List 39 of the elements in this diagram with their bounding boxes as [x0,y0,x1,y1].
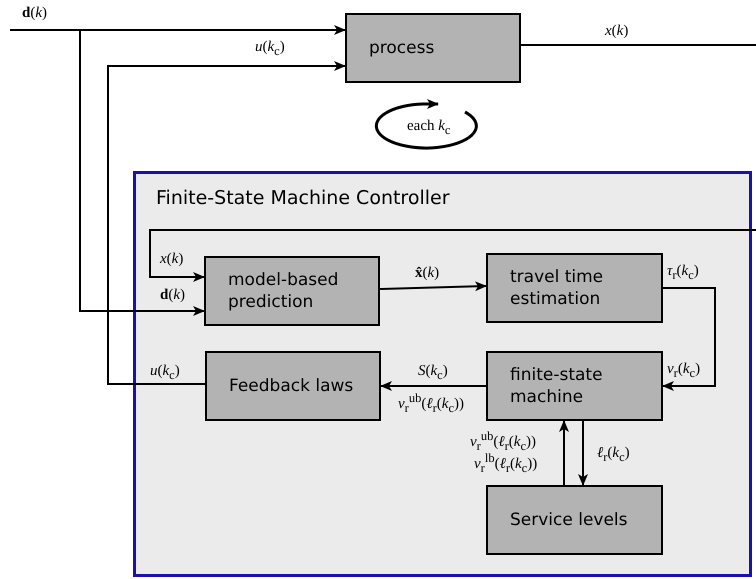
edge-label: x(k) [605,24,628,39]
process-box [204,256,380,326]
box-label: finite-state machine [510,364,604,408]
edge-label: d(k) [160,288,186,303]
process-box [486,351,663,421]
arrow [578,421,588,486]
process-box [345,13,521,83]
signal-label: u(k$_{c}$) [150,364,180,382]
process-box [205,351,381,421]
box-label: model-based prediction [228,268,340,314]
arrow [559,420,569,485]
signal-label: v$_{r}$$^{ub}$(ℓ$_{r}$(k$_{c}$)) [398,392,464,414]
edge-label: d(k) [22,6,48,21]
process-box [486,253,663,323]
cycle-label: each k$_{c}$ [407,119,450,136]
process-box [486,485,663,555]
arrow [149,229,756,282]
signal-line [521,44,756,46]
edge-label: x(k) [160,252,184,267]
signal-label: v$_{r}$(k$_{c}$) [667,362,700,380]
arrow [380,381,486,391]
box-label: Feedback laws [229,374,354,398]
panel-title: Finite-State Machine Controller [156,186,450,211]
signal-label: v$_{r}$$^{lb}$(ℓ$_{r}$(k$_{c}$)) [474,452,538,474]
box-label: Service levels [510,508,628,532]
edge-label: v$_{r}$$^{ub}$(ℓ$_{r}$(k$_{c}$)) [470,430,536,452]
arrow [10,25,346,35]
arrow [380,281,487,292]
arrow [79,30,205,316]
box-label: process [369,36,434,60]
edge-label: ℓ$_{r}$(k$_{c}$) [597,446,630,464]
box-label: travel time estimation [510,266,604,310]
edge-label: x̂(k) [415,266,440,281]
edge-label: u(k$_{c}$) [255,40,285,58]
edge-label: S(k$_{c}$) [418,364,448,382]
arrow [107,61,346,385]
controller-panel [133,171,752,577]
arrow [662,287,716,391]
edge-label: τ$_{r}$(k$_{c}$) [667,264,699,282]
